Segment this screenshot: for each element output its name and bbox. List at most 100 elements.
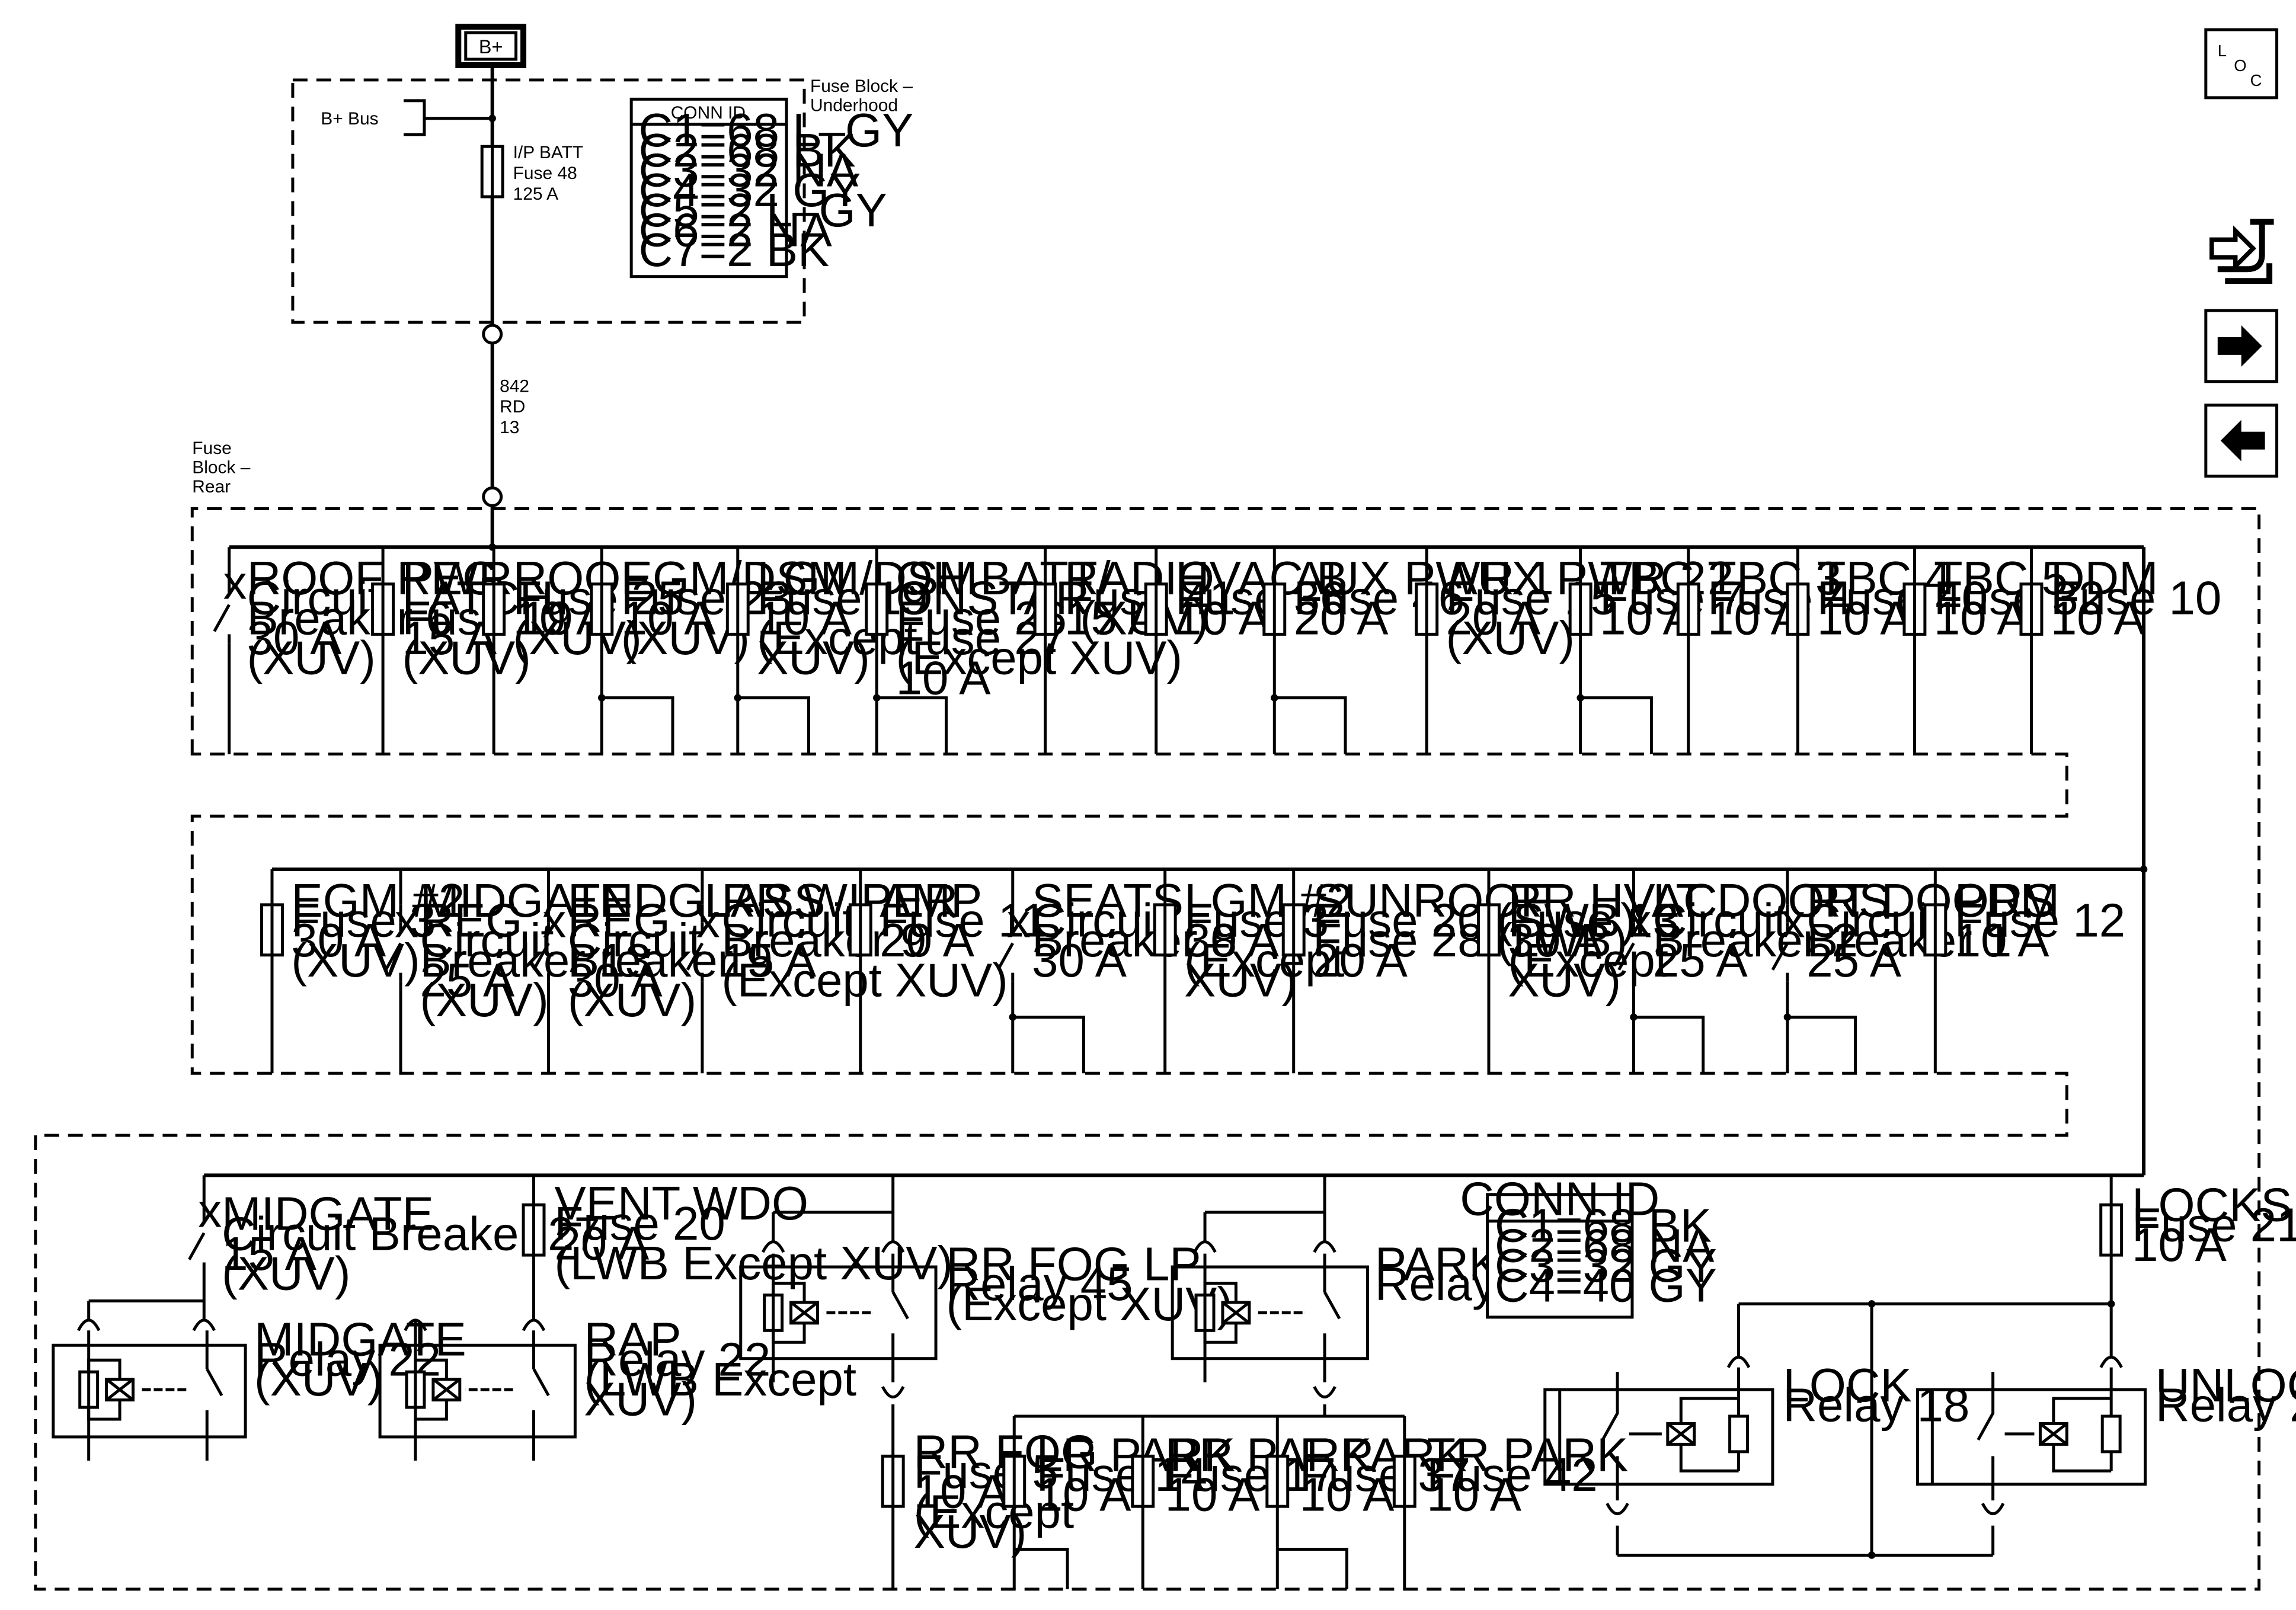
fuse-label: (Except [757, 612, 917, 664]
fuse-label: Breaker 8 [1032, 914, 1237, 966]
fuse-label: Fuse 12 [1955, 894, 2125, 947]
fuse-label: SUNROOF [1313, 874, 1549, 927]
fuse-label: EGM #2 [291, 874, 465, 927]
fuse-label: Fuse 23 [621, 572, 792, 625]
fuse-label: 10 A [1817, 591, 1913, 644]
fuse-label: TBC 5 [1934, 552, 2068, 604]
fuse-label: Breaker 9 [568, 934, 773, 987]
fuse-label: Fuse 3 [291, 894, 436, 947]
relay-label: 10 A [1037, 1468, 1132, 1521]
fuse-label: REG [568, 894, 670, 947]
conn-id-row: C7=2 BK [639, 223, 830, 276]
breaker-x: x [1782, 895, 1805, 948]
fuse-label: Fuse 32 [1934, 572, 2105, 625]
relay-box [739, 1265, 938, 1361]
fuse-label: (Except XUV) [721, 954, 1008, 1007]
fuse-label: Fuse 19 [757, 572, 928, 625]
next-page-icon[interactable] [2204, 309, 2279, 383]
fuse-label: 30 A [291, 914, 386, 966]
connector-pin [482, 324, 503, 345]
fuse-label: TBC 3 [1707, 552, 1841, 604]
fuse-label: Fuse 7 [1600, 572, 1744, 625]
fuse-label: RR WIPER [721, 874, 958, 927]
fuse-label: Breaker 13 [420, 934, 651, 987]
rear-fuse-block [34, 507, 2261, 1591]
fuse-label: Breaker 6 [247, 591, 452, 644]
fuse-label: Circuit [721, 894, 855, 947]
relay-label: UNLOCK [2156, 1359, 2296, 1411]
relay-label: MIDGATE [222, 1188, 434, 1240]
fuse-label: Circuit [247, 572, 381, 625]
fuse-label: 20 A [1446, 591, 1542, 644]
conn-id-row: C2=68 NA [1495, 1219, 1715, 1272]
bplus-bus-label: B+ Bus [321, 109, 378, 129]
fuse-label: TBC 2 [1600, 552, 1734, 604]
underhood-title-2: Underhood [810, 95, 898, 115]
relay-label: 10 A [2132, 1218, 2227, 1271]
underhood-fuse-block [291, 78, 806, 324]
fuse-label: Breaker 2 [1653, 914, 1858, 966]
relay-label: Relay 18 [1783, 1379, 1969, 1432]
fuse-label: (Except XUV) [896, 632, 1182, 684]
fuse-label: XUV) [1184, 954, 1297, 1007]
conn-id-row: C5=2 L–GY [639, 184, 887, 236]
relay-label: Fuse 21 [2132, 1198, 2296, 1251]
fuse-label: Circuit [1806, 894, 1940, 947]
relay-label: Fuse 14 [1037, 1448, 1207, 1501]
loc-icon[interactable]: L O C [2204, 28, 2279, 100]
fuse-label: Breaker 9 [721, 914, 926, 966]
relay-label: RAP [584, 1313, 681, 1366]
fuse-label: 10 A [1175, 591, 1271, 644]
relay-box [1543, 1388, 1774, 1486]
relay-box [52, 1343, 247, 1439]
relay-label: Fuse 42 [1427, 1448, 1597, 1501]
conn-id-title: CONN ID [1460, 1173, 1659, 1225]
wire-label: 842 [500, 376, 529, 396]
relay-label: XUV) [584, 1373, 697, 1426]
fuse-label: AMP [880, 874, 982, 927]
conn-id-row: C3=32 NA [639, 144, 859, 197]
fuse-label: (XUV) [568, 974, 696, 1026]
fuse-label: 20 A [1294, 591, 1389, 644]
rear-title: Block – [192, 457, 250, 477]
previous-page-icon[interactable] [2204, 404, 2279, 478]
conn-id-row: C4=32 GY [639, 164, 861, 216]
fuse-label: (XUV) [402, 632, 531, 684]
conn-id-title: CONN ID [671, 103, 746, 123]
relay-label: LOCKS [2132, 1179, 2292, 1231]
relay-label: 10 A [1300, 1468, 1395, 1521]
wiring-diagram-icon[interactable] [2209, 219, 2274, 284]
relay-label: Relay 45 [946, 1257, 1133, 1310]
fuse-label: XUV) [757, 632, 870, 684]
fuse-label: LGM #2 [1184, 874, 1352, 927]
fuse-label: 20 A [880, 914, 975, 966]
relay-label: Fuse 5 [914, 1445, 1059, 1498]
fuse-label: Circuit [420, 914, 554, 966]
fuse-text: 125 A [513, 184, 559, 204]
fuse-label: Breaker 1 [1806, 914, 2012, 966]
conn-id-table-1 [629, 97, 788, 279]
relay-label: (XUV) [254, 1353, 383, 1406]
fuse-label: PDM [1955, 874, 2060, 927]
fuse-label: ONSTAR [896, 572, 1090, 625]
breaker-x: x [198, 1185, 222, 1237]
fuse-label: RR HVAC [1508, 874, 1717, 927]
fuse-label: ENDGLASS [568, 874, 826, 927]
loc-letter: O [2234, 56, 2246, 75]
fuse-label: Fuse 11 [880, 894, 1047, 947]
fuse-label: (XUV) [420, 974, 548, 1026]
